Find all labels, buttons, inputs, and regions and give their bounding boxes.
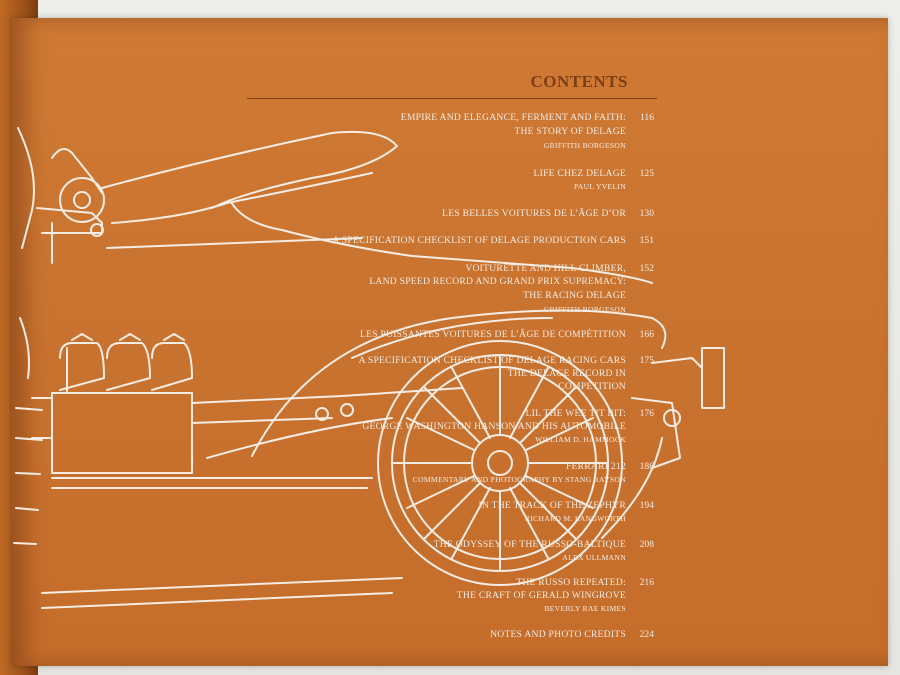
entry-page-number: 152 <box>639 263 654 274</box>
entry-page-number: 194 <box>639 500 654 511</box>
entry-page-number: 151 <box>639 235 654 246</box>
car-line-drawing <box>13 127 725 609</box>
entry-author: ALEX ULLMANN <box>562 553 626 562</box>
entry-title-line: THE RUSSO REPEATED: <box>516 577 626 588</box>
entry-page-number: 176 <box>639 408 654 419</box>
entry-page-number: 216 <box>639 577 654 588</box>
entry-author: WILLIAM D. HAMMOCK <box>535 435 626 444</box>
entry-author: GRIFFITH BORGESON <box>543 141 626 150</box>
entry-title-line: LIL THE WEE TIT BIT: <box>525 408 626 419</box>
entry-title-line: LES BELLES VOITURES DE L’ÂGE D’OR <box>442 208 626 219</box>
entry-page-number: 166 <box>639 329 654 340</box>
entry-title-line: LES PUISSANTES VOITURES DE L’ÂGE DE COMP… <box>360 329 626 340</box>
heading-rule <box>247 98 657 99</box>
entry-page-number: 130 <box>639 208 654 219</box>
entry-title-line: LIFE CHEZ DELAGE <box>533 168 626 179</box>
entry-title-line: GEORGE WASHINGTON HANSON AND HIS AUTOMOB… <box>362 421 626 432</box>
entry-page-number: 208 <box>639 539 654 550</box>
entry-title-line: NOTES AND PHOTO CREDITS <box>490 629 626 640</box>
entry-title-line: VOITURETTE AND HILL CLIMBER, <box>465 263 626 274</box>
entry-title-line: THE DELAGE RECORD IN <box>507 368 626 379</box>
entry-title-line: FERRARI 212 <box>565 461 626 472</box>
entry-title-line: A SPECIFICATION CHECKLIST OF DELAGE PROD… <box>332 235 626 246</box>
entry-author: PAUL YVELIN <box>573 182 626 191</box>
entry-page-number: 186 <box>639 461 654 472</box>
entry-title-line: EMPIRE AND ELEGANCE, FERMENT AND FAITH: <box>400 112 626 123</box>
entry-title-line: THE RACING DELAGE <box>523 290 626 301</box>
entry-page-number: 224 <box>639 629 654 640</box>
entry-author: COMMENTARY AND PHOTOGRAPHY BY STANG RAYS… <box>412 475 626 484</box>
contents-heading: CONTENTS <box>530 72 628 91</box>
entry-author: BEVERLY RAE KIMES <box>544 604 626 613</box>
entry-author: GRIFFITH BORGESON <box>543 305 626 314</box>
entry-page-number: 116 <box>639 112 654 123</box>
entry-title-line: COMPETITION <box>558 381 626 392</box>
entry-title-line: THE STORY OF DELAGE <box>514 126 626 137</box>
entry-title-line: IN THE TRACK OF THE ZEPHYR <box>478 500 626 511</box>
entry-author: RICHARD M. LANGWORTH <box>524 514 626 523</box>
entry-page-number: 175 <box>639 355 654 366</box>
entry-title-line: THE ODYSSEY OF THE RUSSO-BALTIQUE <box>433 539 626 550</box>
entry-title-line: LAND SPEED RECORD AND GRAND PRIX SUPREMA… <box>369 276 626 287</box>
entry-title-line: A SPECIFICATION CHECKLIST OF DELAGE RACI… <box>358 355 626 366</box>
entry-page-number: 125 <box>639 168 654 179</box>
entry-title-line: THE CRAFT OF GERALD WINGROVE <box>456 590 626 601</box>
